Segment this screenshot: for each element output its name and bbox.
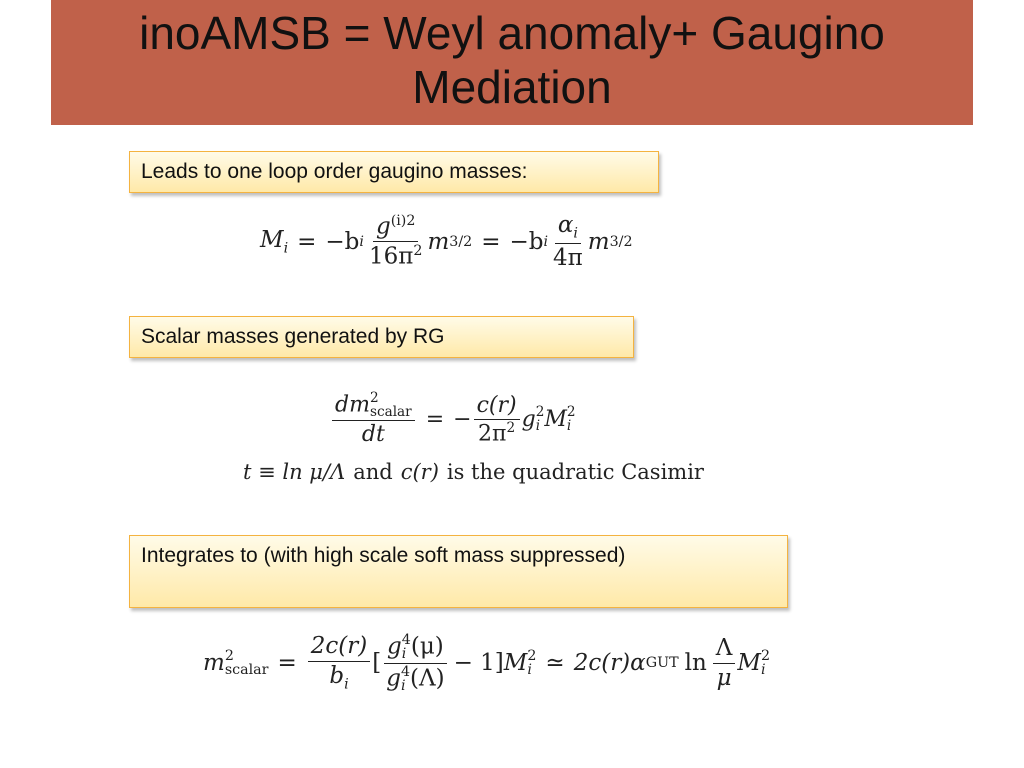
title-bar: inoAMSB = Weyl anomaly+ Gaugino Mediatio… [51,0,973,125]
equation-casimir-definition: t ≡ ln μ/Λ and c(r) is the quadratic Cas… [243,460,704,484]
slide-title: inoAMSB = Weyl anomaly+ Gaugino Mediatio… [139,6,885,113]
fraction: 2c(r) bi [307,633,371,692]
fraction: c(r) 2π2 [473,393,520,447]
callout-text: Scalar masses generated by RG [141,325,445,348]
fraction: Λ μ [712,635,736,691]
callout-text: Leads to one loop order gaugino masses: [141,160,528,183]
callout-text: Integrates to (with high scale soft mass… [141,544,626,567]
fraction: αi 4π [553,212,583,271]
callout-gaugino-masses: Leads to one loop order gaugino masses: [129,151,659,193]
callout-integrates: Integrates to (with high scale soft mass… [129,535,788,608]
fraction: g(i)2 16π2 [368,213,423,270]
callout-scalar-masses: Scalar masses generated by RG [129,316,634,358]
